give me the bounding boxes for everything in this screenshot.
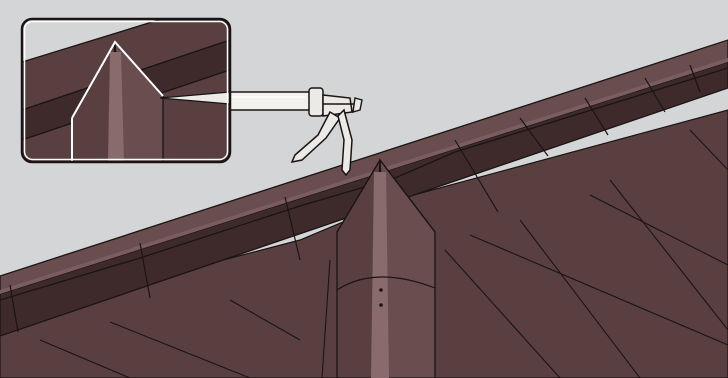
- detail-inset: [22, 0, 230, 162]
